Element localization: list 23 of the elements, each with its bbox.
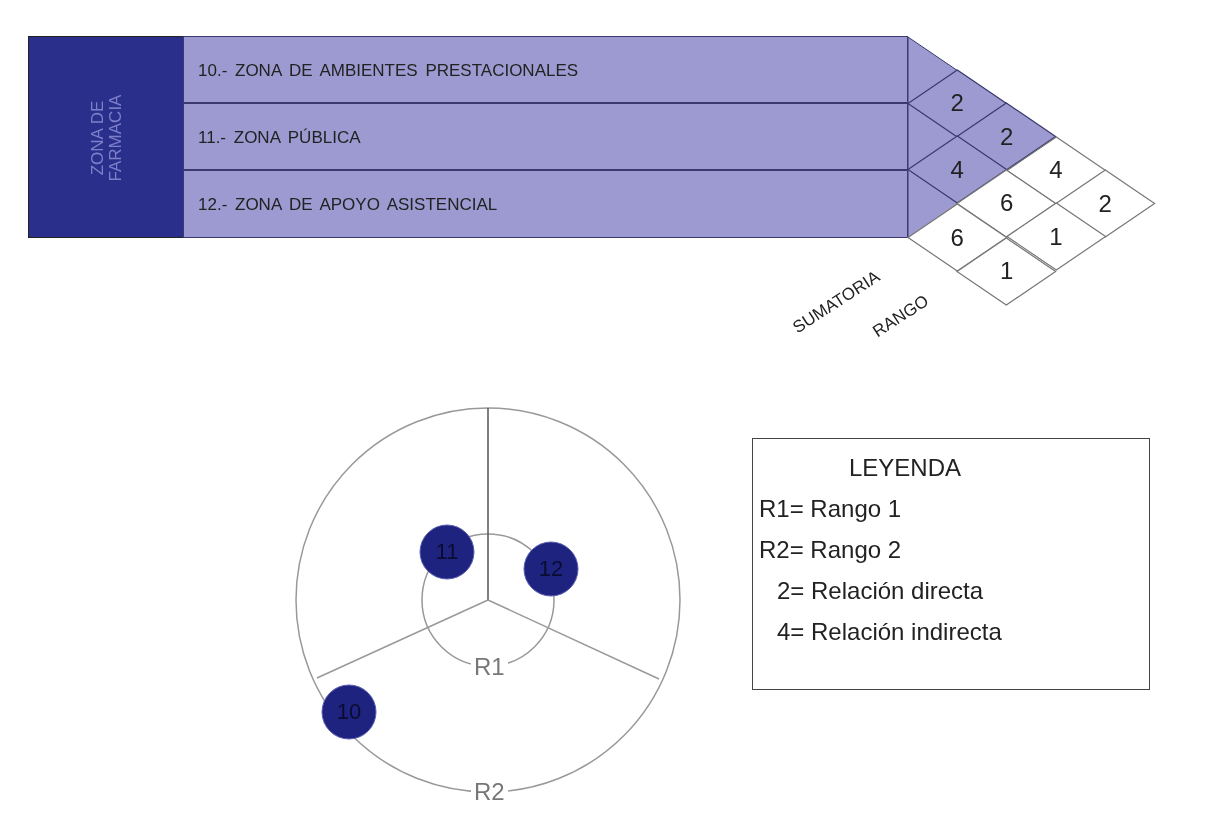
matrix-value: 2 xyxy=(1097,189,1113,218)
zone-number: 10 xyxy=(335,699,363,725)
matrix-value: 1 xyxy=(1048,222,1064,251)
zone-title: ZONA DE FARMACIA xyxy=(89,93,125,184)
zone-name: 11.- ZONA PÚBLICA xyxy=(198,127,361,148)
zone-name: 12.- ZONA DE APOYO ASISTENCIAL xyxy=(198,195,498,215)
zone-number: 12 xyxy=(537,556,565,582)
legend-entry: 4= Relación indirecta xyxy=(777,617,1003,647)
legend-entry: R2= Rango 2 xyxy=(759,535,903,565)
legend-entry: R1= Rango 1 xyxy=(759,494,903,524)
matrix-value: 2 xyxy=(998,122,1015,151)
zone-name: 10.- ZONA DE AMBIENTES PRESTACIONALES xyxy=(198,60,579,81)
legend-box xyxy=(752,438,1150,690)
matrix-value: 6 xyxy=(949,223,965,252)
zone-header-box xyxy=(28,36,184,238)
zone-number: 11 xyxy=(434,539,460,565)
matrix-value: 6 xyxy=(998,189,1015,218)
matrix-value: 4 xyxy=(1048,156,1064,185)
legend-entry: 2= Relación directa xyxy=(777,576,985,606)
matrix-value: 2 xyxy=(949,89,965,117)
legend-title: LEYENDA xyxy=(849,453,962,483)
matrix-value: 4 xyxy=(949,155,965,184)
matrix-value: 1 xyxy=(998,257,1015,286)
